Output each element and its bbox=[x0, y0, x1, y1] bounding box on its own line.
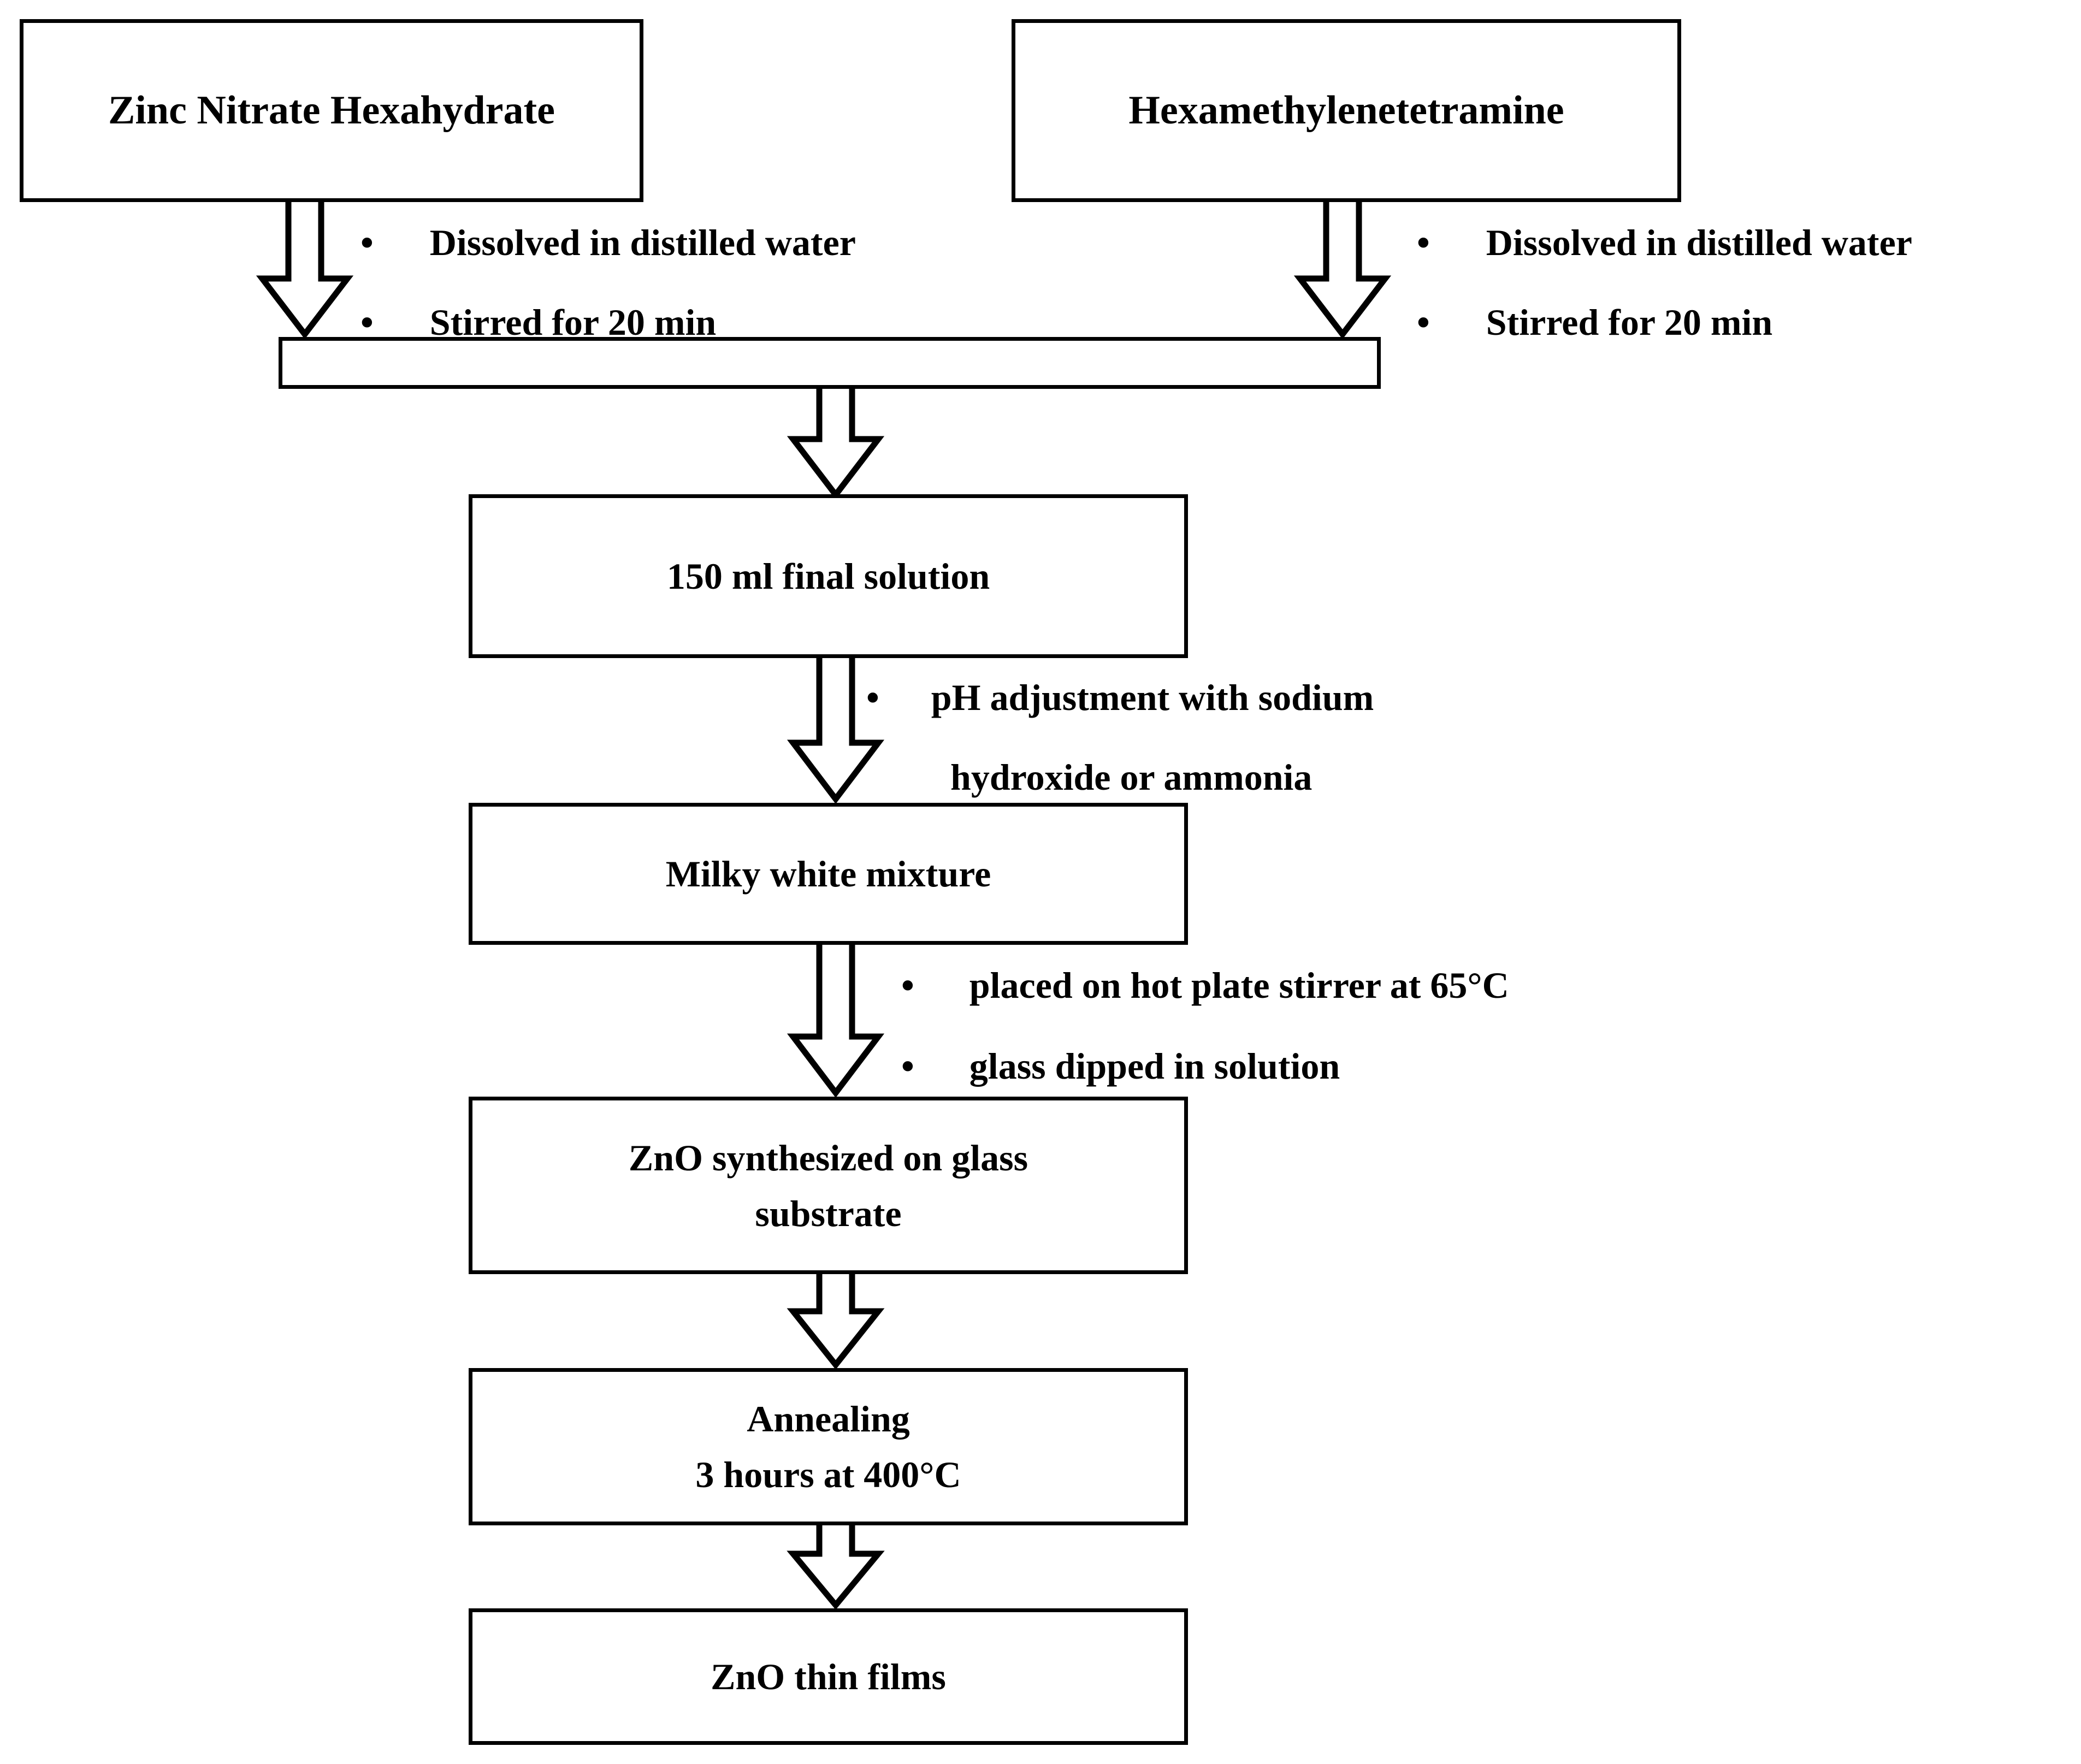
box-zinc-nitrate-hexahydrate-label: Zinc Nitrate Hexahydrate bbox=[108, 88, 555, 133]
box-zno-thin-films-label: ZnO thin films bbox=[711, 1656, 946, 1697]
box-zno-on-glass-substrate[interactable]: ZnO synthesized on glass substrate bbox=[469, 1097, 1188, 1274]
box-final-solution-label: 150 ml final solution bbox=[666, 555, 990, 597]
box-annealing-line2: 3 hours at 400°C bbox=[695, 1454, 961, 1495]
annotation-glass-dipped: • glass dipped in solution bbox=[901, 1047, 1340, 1085]
annotation-right-dissolved: • Dissolved in distilled water bbox=[1417, 224, 1912, 261]
annotation-right-stirred-text: Stirred for 20 min bbox=[1486, 301, 1773, 343]
annotation-ph-adjustment-cont: hydroxide or ammonia bbox=[950, 756, 1313, 798]
bullet-icon: • bbox=[1417, 222, 1430, 263]
bullet-icon: • bbox=[1417, 301, 1430, 343]
arrow-annealing-to-thin-films bbox=[787, 1525, 885, 1608]
arrow-final-solution-to-milky bbox=[787, 658, 885, 803]
annotation-ph-adjustment: • pH adjustment with sodium bbox=[866, 679, 1374, 716]
box-zinc-nitrate-hexahydrate[interactable]: Zinc Nitrate Hexahydrate bbox=[20, 19, 643, 202]
box-final-solution[interactable]: 150 ml final solution bbox=[469, 494, 1188, 658]
arrow-zno-glass-to-annealing bbox=[787, 1274, 885, 1368]
annotation-left-dissolved-text: Dissolved in distilled water bbox=[429, 222, 856, 263]
box-milky-white-mixture-label: Milky white mixture bbox=[665, 853, 991, 895]
arrow-left-precursor-to-merge bbox=[256, 202, 354, 339]
bullet-icon: • bbox=[360, 301, 374, 343]
annotation-left-dissolved: • Dissolved in distilled water bbox=[360, 224, 856, 261]
arrow-right-precursor-to-merge bbox=[1293, 202, 1392, 339]
bullet-icon: • bbox=[360, 222, 374, 263]
annotation-hot-plate: • placed on hot plate stirrer at 65°C bbox=[901, 967, 1509, 1004]
box-zno-on-glass-substrate-line1: ZnO synthesized on glass bbox=[628, 1136, 1028, 1179]
box-annealing-line1: Annealing bbox=[747, 1398, 910, 1440]
annotation-right-dissolved-text: Dissolved in distilled water bbox=[1486, 222, 1912, 263]
bullet-icon: • bbox=[901, 964, 914, 1006]
box-hexamethylenetetramine-label: Hexamethylenetetramine bbox=[1128, 88, 1564, 133]
arrow-milky-to-zno-glass bbox=[787, 945, 885, 1097]
annotation-right-stirred: • Stirred for 20 min bbox=[1417, 304, 1772, 341]
annotation-left-stirred-text: Stirred for 20 min bbox=[429, 301, 717, 343]
bullet-icon: • bbox=[866, 677, 879, 718]
annotation-glass-dipped-text: glass dipped in solution bbox=[969, 1045, 1340, 1087]
box-hexamethylenetetramine[interactable]: Hexamethylenetetramine bbox=[1012, 19, 1681, 202]
annotation-left-stirred: • Stirred for 20 min bbox=[360, 304, 716, 341]
box-zno-on-glass-substrate-line2: substrate bbox=[755, 1192, 902, 1234]
merge-bar bbox=[279, 337, 1381, 389]
arrow-merge-to-final-solution bbox=[787, 389, 885, 498]
annotation-ph-adjustment-text: pH adjustment with sodium bbox=[931, 677, 1374, 718]
annotation-hot-plate-text: placed on hot plate stirrer at 65°C bbox=[969, 964, 1509, 1006]
bullet-icon: • bbox=[901, 1045, 914, 1087]
box-milky-white-mixture[interactable]: Milky white mixture bbox=[469, 803, 1188, 945]
box-annealing[interactable]: Annealing 3 hours at 400°C bbox=[469, 1368, 1188, 1525]
box-zno-thin-films[interactable]: ZnO thin films bbox=[469, 1608, 1188, 1745]
